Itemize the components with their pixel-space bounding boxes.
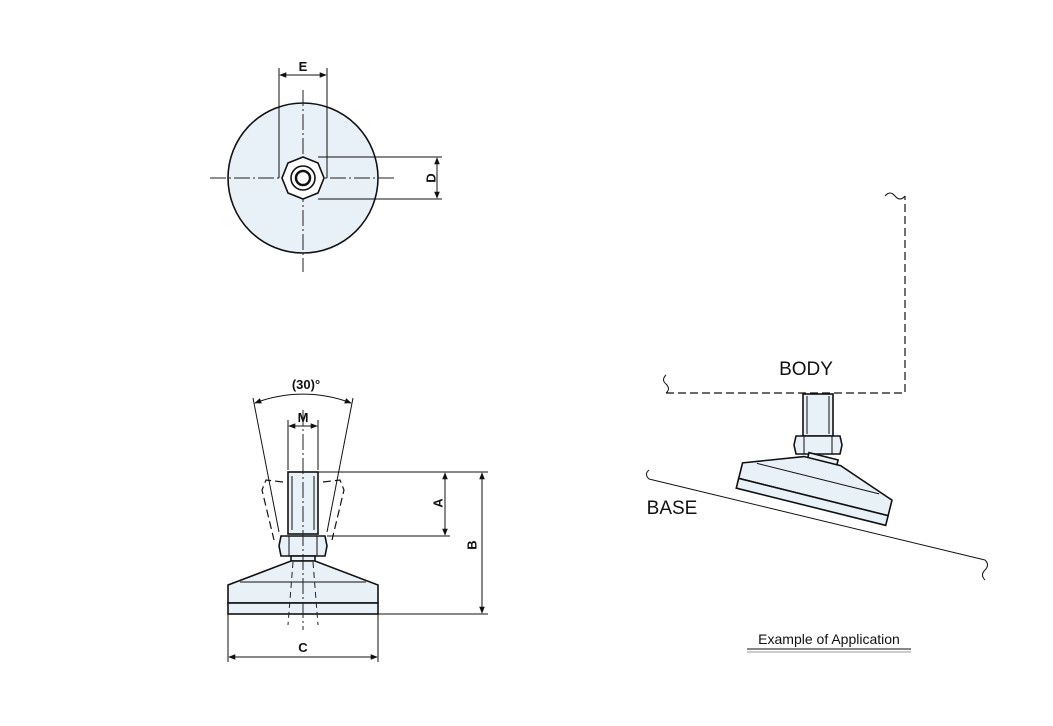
app-tilted-base (735, 451, 893, 527)
body-break-left (663, 374, 669, 394)
body-break-top (884, 192, 906, 200)
base-label: BASE (647, 498, 698, 519)
app-stud (802, 393, 834, 437)
base-surface-line (648, 478, 986, 561)
tilt-phantom-left (261, 479, 284, 541)
angle-arc (254, 393, 352, 404)
app-hex-nut (793, 435, 843, 455)
body-boundary (666, 196, 906, 394)
application-view: BODY BASE Example of Application (646, 192, 988, 653)
angle-ray-right (326, 397, 354, 533)
top-view: E D (210, 59, 442, 272)
hidden-line-left (287, 561, 294, 626)
side-view: (30)° M A B (227, 377, 488, 662)
dim-b-label: B (464, 540, 479, 549)
dim-a-label: A (430, 498, 445, 508)
tilt-phantom-right (322, 479, 345, 541)
bolt-hole (294, 169, 312, 187)
app-base-edge (756, 462, 880, 495)
bolt-ring (290, 165, 316, 191)
application-caption: Example of Application (758, 631, 900, 647)
angle-label: (30)° (292, 377, 320, 392)
hidden-line-right (312, 561, 319, 626)
base-break-left (646, 469, 650, 480)
dim-c-label: C (298, 640, 308, 655)
angle-ray-left (252, 397, 280, 533)
base-break-right (982, 559, 988, 581)
body-label: BODY (779, 359, 833, 380)
dim-d-label: D (423, 173, 438, 182)
app-base-pad (735, 477, 890, 527)
dim-e-label: E (299, 59, 308, 74)
